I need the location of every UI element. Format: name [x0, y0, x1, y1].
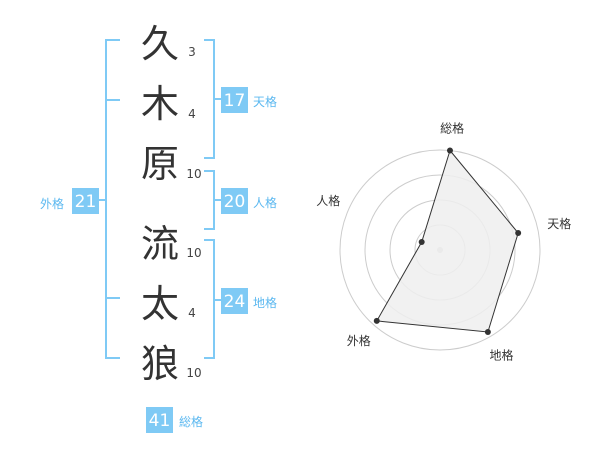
brackets: [99, 39, 221, 359]
score-label: 総格: [179, 414, 203, 429]
score-value: 24: [224, 292, 246, 312]
tenkaku-bracket: [204, 39, 221, 159]
radar-axis-label: 人格: [316, 193, 340, 208]
score-soukaku: 41 総格: [146, 407, 203, 433]
score-value: 21: [75, 192, 97, 212]
chikaku-bracket: [204, 239, 221, 359]
radar-polygon: [375, 149, 519, 333]
score-gaikaku: 外格 21: [40, 188, 99, 214]
stroke-count-3: 10: [186, 167, 201, 181]
stroke-count-6: 10: [186, 366, 201, 380]
score-jinkaku: 20 人格: [221, 188, 277, 214]
name-char-2: 木: [141, 82, 179, 126]
radar-points: [373, 147, 522, 336]
score-label: 外格: [40, 196, 64, 211]
score-label: 地格: [253, 295, 277, 310]
score-label: 天格: [253, 94, 277, 109]
radar-point-総格: [446, 147, 453, 154]
jinkaku-bracket: [204, 170, 221, 230]
stroke-count-1: 3: [188, 45, 196, 59]
name-char-4: 流: [141, 222, 179, 266]
stroke-count-5: 4: [188, 306, 196, 320]
score-value: 41: [149, 411, 171, 431]
radar-axis-label: 天格: [547, 216, 571, 231]
name-characters: 久 木 原 流 太 狼: [141, 22, 179, 386]
score-value: 17: [224, 91, 246, 111]
score-label: 人格: [253, 195, 277, 210]
radar-ring-4: [339, 149, 541, 351]
score-box: [221, 188, 248, 214]
stroke-count-2: 4: [188, 107, 196, 121]
stroke-count-4: 10: [186, 246, 201, 260]
name-char-1: 久: [141, 22, 179, 66]
radar-axis-label: 総格: [440, 121, 464, 136]
score-box: [221, 288, 248, 314]
score-chikaku: 24 地格: [221, 288, 277, 314]
radar-point-天格: [515, 229, 522, 236]
name-char-3: 原: [141, 142, 179, 186]
radar-point-人格: [418, 238, 425, 245]
score-tenkaku: 17 天格: [221, 87, 277, 113]
score-value: 20: [224, 192, 246, 212]
radar-point-地格: [484, 329, 491, 336]
radar-axis-label: 外格: [347, 333, 371, 348]
radar-point-外格: [373, 317, 380, 324]
score-box: [72, 188, 99, 214]
outer-bracket: [105, 39, 120, 359]
score-box: [221, 87, 248, 113]
radar-axis-label: 地格: [489, 347, 513, 362]
name-char-6: 狼: [141, 342, 179, 386]
name-char-5: 太: [141, 282, 179, 326]
score-box: [146, 407, 173, 433]
stroke-counts: 3 4 10 10 4 10: [186, 45, 201, 380]
